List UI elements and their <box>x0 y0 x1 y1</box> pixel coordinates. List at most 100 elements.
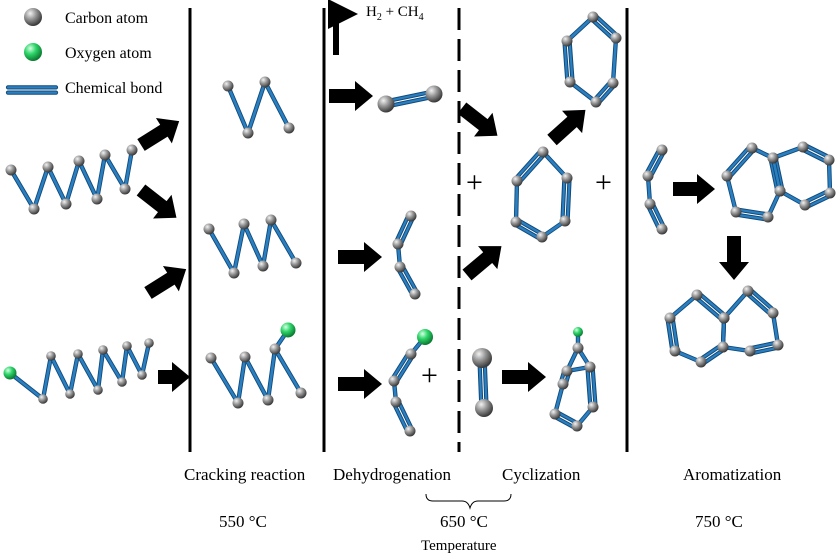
carbon-atom <box>60 198 72 210</box>
single-bond <box>243 355 270 402</box>
stage-cyclization-label: Cyclization <box>502 465 581 484</box>
carbon-atom <box>28 203 40 215</box>
single-bond <box>273 347 303 395</box>
carbon-atom <box>642 170 654 182</box>
carbon-atom <box>239 351 251 363</box>
double-bond <box>590 17 616 42</box>
carbon-atom <box>510 216 522 228</box>
double-bond <box>734 213 769 221</box>
arrow-shape <box>502 362 546 392</box>
arrow-feed-down <box>136 184 177 219</box>
plus-sign-cyclization: + <box>466 166 483 199</box>
carbon-atom <box>762 211 774 223</box>
double-bond <box>385 95 436 108</box>
carbon-atom <box>475 399 493 417</box>
single-bond <box>236 355 247 405</box>
single-bond <box>8 371 45 401</box>
carbon-atom <box>46 351 56 361</box>
carbon-atom <box>536 231 548 243</box>
arrow-shape <box>158 362 190 392</box>
carbon-atom <box>767 307 779 319</box>
single-bond <box>242 222 265 268</box>
arrow-dehydro-1 <box>329 81 373 111</box>
stage-aromatization-label: Aromatization <box>683 465 782 484</box>
arrow-shape <box>144 265 187 299</box>
single-bond <box>77 159 99 201</box>
arrow-shape <box>329 81 373 111</box>
carbon-atom <box>610 32 622 44</box>
double-bond <box>395 354 415 384</box>
double-bond <box>517 152 547 184</box>
double-bond <box>401 264 419 294</box>
single-bond <box>725 174 738 214</box>
arrow-feed2-right <box>158 362 190 392</box>
carbon-atom <box>119 183 131 195</box>
legend-oxygen-label: Oxygen atom <box>65 45 152 62</box>
single-bond <box>76 352 100 392</box>
temperature-550-label: 550 °C <box>219 512 267 531</box>
carbon-atom <box>93 385 103 395</box>
carbon-atom <box>228 267 240 279</box>
single-bond <box>46 165 68 206</box>
arrow-down-naphthalene <box>719 236 749 280</box>
carbon-atom <box>144 338 154 348</box>
carbon-atom <box>222 80 234 92</box>
single-bond <box>246 80 267 135</box>
carbon-atom <box>262 394 274 406</box>
carbon-atom <box>126 144 138 156</box>
carbon-atom <box>584 361 596 373</box>
carbon-atom <box>290 257 302 269</box>
carbon-atom <box>409 288 421 300</box>
carbon-atom <box>571 420 583 432</box>
arrow-shape <box>673 174 715 204</box>
plus-sign-dehydro-oxygen: + <box>421 359 438 392</box>
single-bond <box>125 344 144 377</box>
carbon-atom <box>257 260 269 272</box>
carbon-atom <box>656 144 668 156</box>
carbon-atom <box>203 223 215 235</box>
carbon-atom <box>137 370 147 380</box>
stage-dehydrogenation-label: Dehydrogenation <box>333 465 452 484</box>
carbon-atom <box>824 187 836 199</box>
carbon-atom <box>388 375 400 387</box>
single-bond <box>263 80 291 130</box>
carbon-atom <box>695 356 707 368</box>
carbon-atom <box>117 377 127 387</box>
carbon-atom <box>797 141 809 153</box>
double-bond <box>516 218 545 236</box>
single-bond <box>95 153 107 201</box>
carbon-atom <box>717 341 729 353</box>
carbon-atom <box>744 345 756 357</box>
double-bond <box>644 147 661 176</box>
arrow-shape <box>719 236 749 280</box>
carbon-atom <box>718 312 730 324</box>
carbon-atom <box>669 345 681 357</box>
carbon-atom <box>5 164 17 176</box>
carbon-atom <box>38 394 48 404</box>
double-bond <box>748 287 776 313</box>
carbon-atom <box>561 365 573 377</box>
arrow-shape <box>137 117 180 151</box>
carbon-atom <box>799 199 811 211</box>
single-bond <box>266 347 277 402</box>
arrow-shape <box>338 369 382 399</box>
arrow-feed2-up <box>144 265 187 299</box>
single-bond <box>32 165 50 211</box>
arrow-shape <box>338 242 382 272</box>
carbon-atom <box>377 95 395 113</box>
double-bond <box>399 215 415 247</box>
carbon-atom <box>823 154 835 166</box>
arrow-cyclize-3 <box>502 362 546 392</box>
carbon-atom <box>404 425 416 437</box>
gas-release-label: H2 + CH4 <box>366 4 424 23</box>
arrow-cyclize-1 <box>457 102 498 137</box>
double-bond <box>396 267 414 297</box>
double-bond <box>563 40 569 84</box>
arrow-shape <box>547 109 586 146</box>
temperature-axis-label: Temperature <box>421 538 497 554</box>
single-bond <box>771 156 782 193</box>
arrow-aromatize <box>673 174 715 204</box>
carbon-atom <box>238 218 250 230</box>
carbon-atom <box>561 172 573 184</box>
